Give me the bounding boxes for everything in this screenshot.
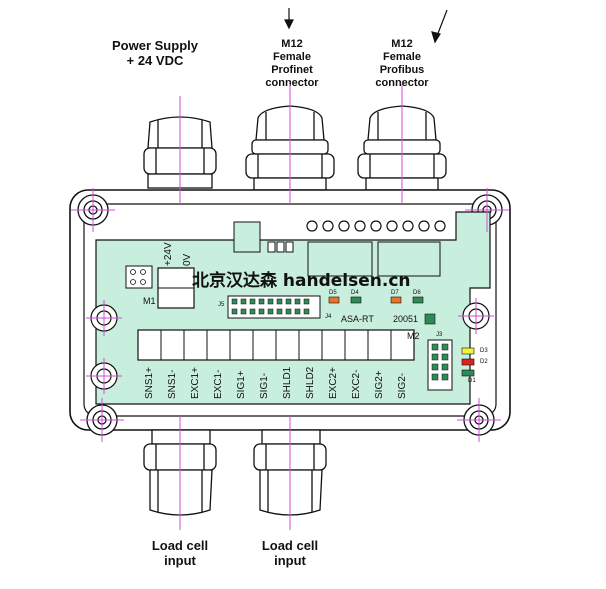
- power-jumper-block: [125, 265, 153, 289]
- m2-label: M2: [407, 331, 420, 341]
- led-d4-label: D4: [351, 290, 359, 296]
- loadcell-input-label-1: Load cell input: [132, 538, 228, 568]
- led-d1: [461, 369, 475, 377]
- terminal-label: SIG1-: [259, 372, 270, 399]
- profibus-header: [377, 241, 441, 277]
- led-d7: [390, 296, 402, 304]
- led-d2: [461, 358, 475, 366]
- profinet-label-line4: connector: [265, 77, 319, 89]
- led-d1-label: D1: [468, 378, 476, 384]
- m1-label: M1: [143, 296, 156, 306]
- profibus-label-line1: M12: [391, 38, 413, 50]
- code-pad: [424, 313, 436, 325]
- terminal-label: EXC2+: [328, 367, 339, 399]
- terminal-label: SHLD1: [282, 366, 293, 399]
- profibus-connector-label: M12 Female Profibus connector: [360, 38, 444, 90]
- profinet-label-line1: M12: [281, 38, 303, 50]
- led-d3-label: D3: [480, 348, 488, 354]
- led-d7-label: D7: [391, 290, 399, 296]
- plus24v-label: +24V: [163, 242, 174, 266]
- profibus-label-line4: connector: [375, 77, 429, 89]
- terminal-label: EXC1+: [190, 367, 201, 399]
- j5-label: J5: [218, 302, 225, 308]
- power-jumper-pins: [130, 269, 146, 285]
- loadcell2-line1: Load cell: [261, 538, 319, 553]
- profinet-label-line2: Female: [273, 51, 311, 63]
- profibus-arrow: [431, 9, 448, 44]
- profibus-label-line3: Profibus: [379, 64, 425, 76]
- loadcell-terminal-dividers: [160, 330, 392, 360]
- terminal-label: SNS1+: [144, 367, 155, 399]
- code-label: 20051: [393, 314, 419, 324]
- j3-label: J3: [436, 332, 443, 338]
- profinet-label-line3: Profinet: [271, 64, 313, 76]
- j5-header-pins: [231, 298, 310, 315]
- led-d3: [461, 347, 475, 355]
- terminal-label: SIG2+: [374, 370, 385, 399]
- led-d5-label: D5: [329, 290, 337, 296]
- profinet-arrow: [284, 8, 294, 30]
- j3-header-pins: [431, 343, 449, 381]
- terminal-label: SNS1-: [167, 369, 178, 399]
- led-d4: [350, 296, 362, 304]
- pcb-small-pins: [267, 241, 294, 253]
- loadcell2-line2: input: [274, 553, 306, 568]
- terminal-label: SHLD2: [305, 366, 316, 399]
- terminal-label: EXC2-: [351, 369, 362, 399]
- power-supply-title: Power Supply: [112, 38, 198, 53]
- profinet-connector-label: M12 Female Profinet connector: [250, 38, 334, 90]
- terminal-label: SIG1+: [236, 370, 247, 399]
- guide-lines: [71, 84, 509, 530]
- top-connector-pads: [306, 220, 446, 232]
- led-d5: [328, 296, 340, 304]
- j3-header: [427, 339, 453, 391]
- model-label: ASA-RT: [341, 314, 374, 324]
- power-supply-voltage: + 24 VDC: [126, 53, 184, 68]
- profibus-label-line2: Female: [383, 51, 421, 63]
- power-cable-gland: [143, 116, 217, 189]
- profinet-header: [307, 241, 373, 277]
- loadcell1-line2: input: [164, 553, 196, 568]
- pcb-chip-top: [233, 221, 261, 253]
- j4-label: J4: [325, 314, 332, 320]
- loadcell-input-label-2: Load cell input: [242, 538, 338, 568]
- loadcell1-line1: Load cell: [151, 538, 209, 553]
- terminal-label: SIG2-: [397, 372, 408, 399]
- led-d6-label: D6: [413, 290, 421, 296]
- power-supply-label: Power Supply + 24 VDC: [100, 38, 210, 68]
- led-d6: [412, 296, 424, 304]
- zero-v-label: 0V: [182, 253, 193, 266]
- terminal-label: EXC1-: [213, 369, 224, 399]
- watermark-text: 北京汉达森 handelsen.cn: [192, 271, 411, 291]
- led-d2-label: D2: [480, 359, 488, 365]
